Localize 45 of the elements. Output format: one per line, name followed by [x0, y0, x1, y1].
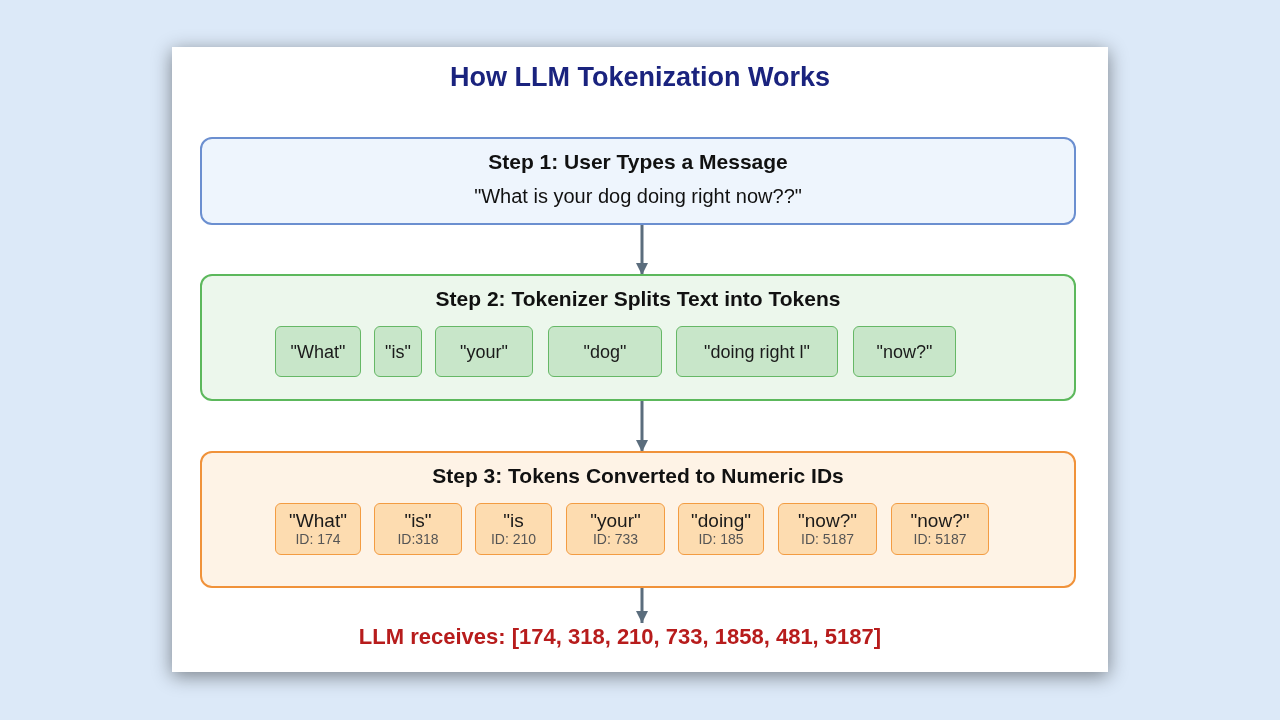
step-heading: Step 2: Tokenizer Splits Text into Tokens: [435, 286, 841, 312]
token-box: [275, 326, 361, 377]
token-box: [435, 326, 533, 377]
step-box: [200, 451, 1076, 588]
diagram-title: How LLM Tokenization Works: [450, 61, 830, 94]
arrow: [636, 225, 648, 275]
step-box: [200, 137, 1076, 225]
token-box: [778, 503, 877, 555]
token-text: "your": [460, 340, 508, 363]
token-id: ID: 5187: [801, 531, 854, 548]
token-box: [566, 503, 665, 555]
token-box: [891, 503, 989, 555]
token-box: [676, 326, 838, 377]
token-text: "dog": [583, 340, 627, 363]
step-heading: Step 3: Tokens Converted to Numeric IDs: [432, 463, 844, 489]
token-text: "now?": [798, 510, 857, 531]
token-text: "is: [503, 510, 524, 531]
arrow: [636, 401, 648, 452]
token-id: ID: 185: [698, 531, 744, 548]
arrow: [636, 588, 648, 623]
token-box: [548, 326, 662, 377]
token-id: ID: 174: [295, 531, 341, 548]
step-heading: Step 1: User Types a Message: [488, 149, 788, 175]
token-text: "your": [590, 510, 641, 531]
token-id: ID: 5187: [913, 531, 967, 548]
token-box: [374, 503, 462, 555]
token-text: "now?": [910, 510, 970, 531]
token-box: [853, 326, 956, 377]
token-text: "What": [289, 510, 347, 531]
step-box: [200, 274, 1076, 401]
token-id: ID: 733: [592, 531, 639, 548]
message-text: "What is your dog doing right now??": [474, 184, 802, 208]
token-id: ID:318: [397, 531, 439, 548]
token-text: "now?": [876, 340, 933, 363]
token-text: "is": [404, 510, 432, 531]
token-box: [275, 503, 361, 555]
token-box: [678, 503, 764, 555]
token-box: [475, 503, 552, 555]
token-box: [374, 326, 422, 377]
token-text: "What": [290, 340, 346, 363]
result-text: LLM receives: [174, 318, 210, 733, 1858, 481, 5187]: [280, 622, 960, 652]
token-id: ID: 210: [490, 531, 537, 548]
token-text: "doing": [691, 510, 751, 531]
token-text: "doing right l": [704, 340, 810, 363]
token-text: "is": [385, 340, 411, 363]
